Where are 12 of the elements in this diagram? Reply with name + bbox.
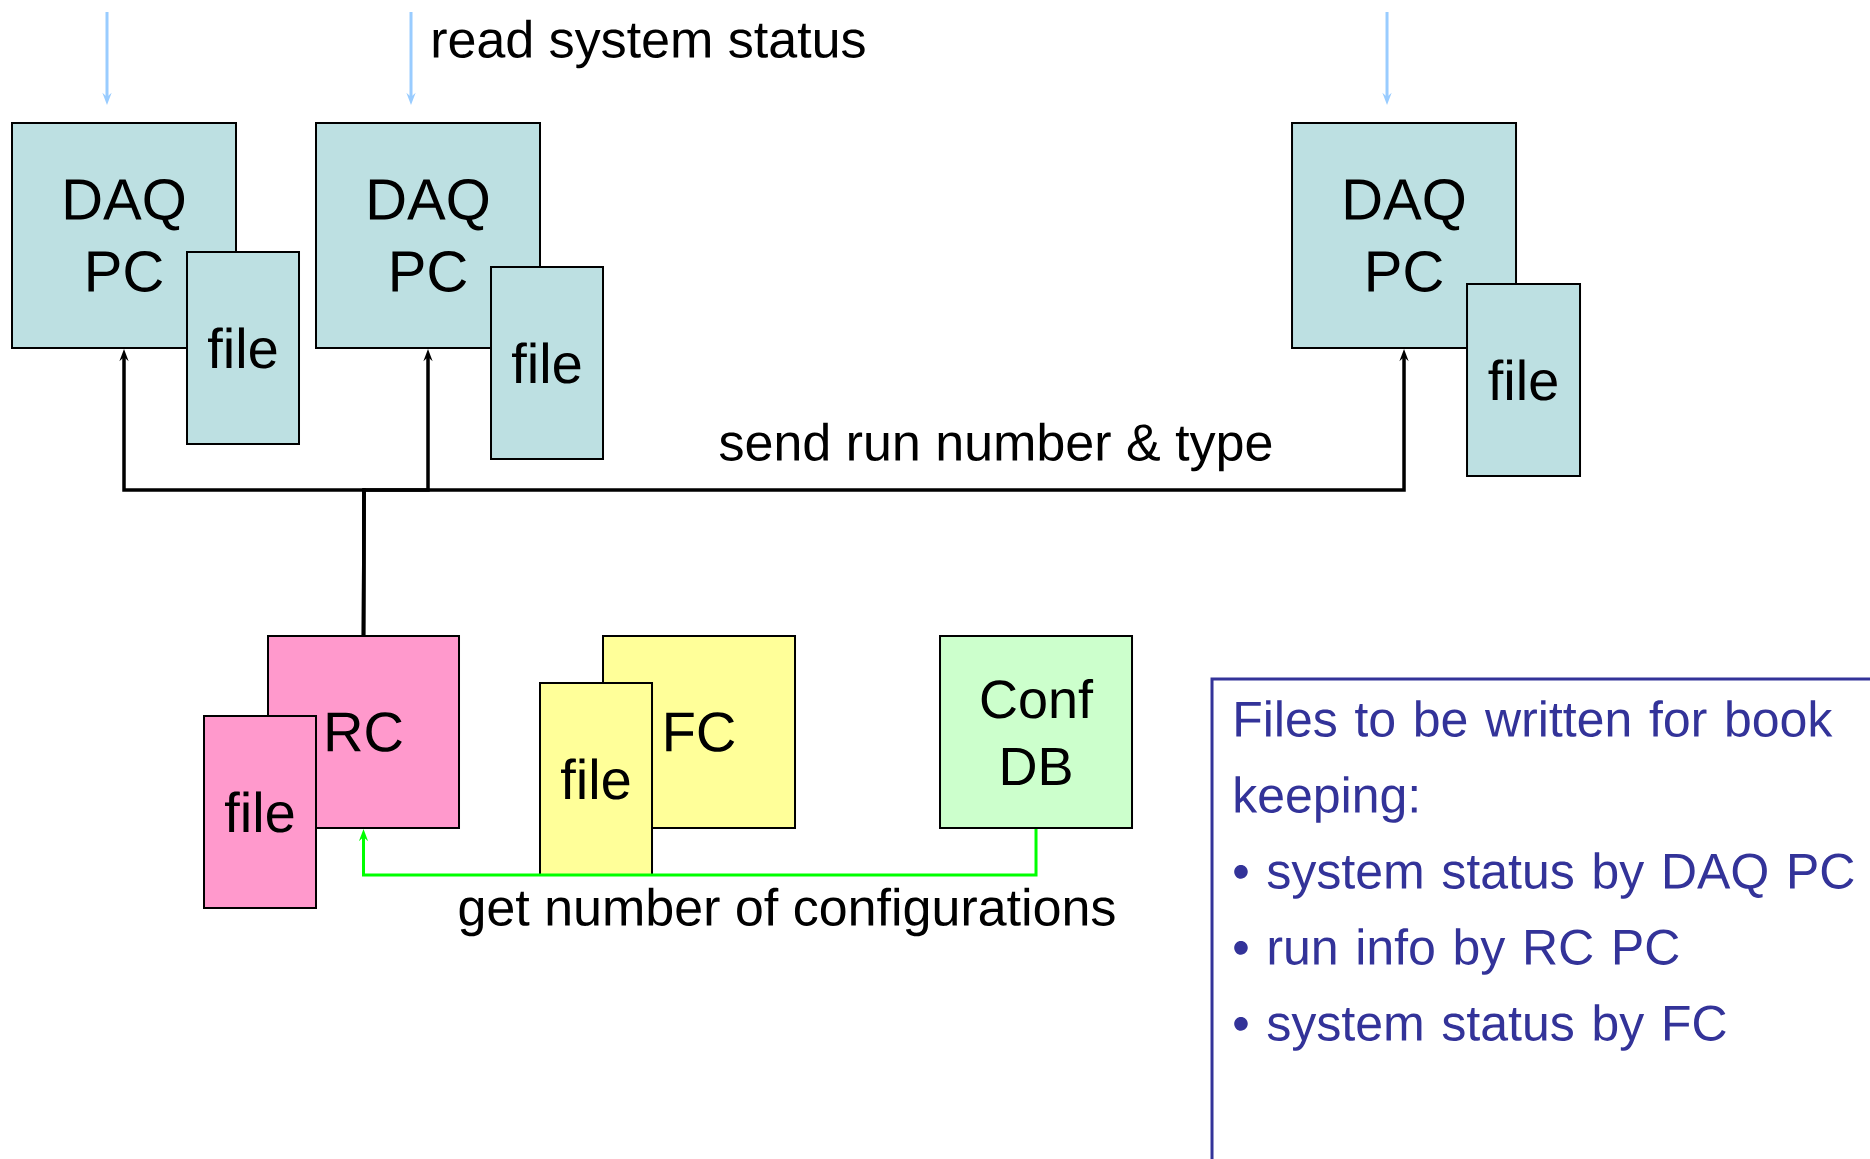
- file-box: file: [203, 715, 317, 909]
- file-box: file: [539, 682, 653, 876]
- edge-label: send run number & type: [716, 420, 1276, 474]
- arrow: [358, 829, 1038, 877]
- database-box: Conf DB: [939, 635, 1133, 829]
- file-box: file: [1466, 283, 1581, 477]
- text-label: read system status: [433, 19, 865, 69]
- file-box: file: [186, 251, 300, 445]
- file-box: file: [490, 266, 604, 460]
- note-box: Files to be written for book keeping: • system status by DAQ PC • run info by RC PC • system status by FC: [1210, 677, 1870, 1159]
- pc-box: DAQ PC: [1291, 122, 1517, 349]
- edge-label: get number of configurations: [455, 885, 1119, 939]
